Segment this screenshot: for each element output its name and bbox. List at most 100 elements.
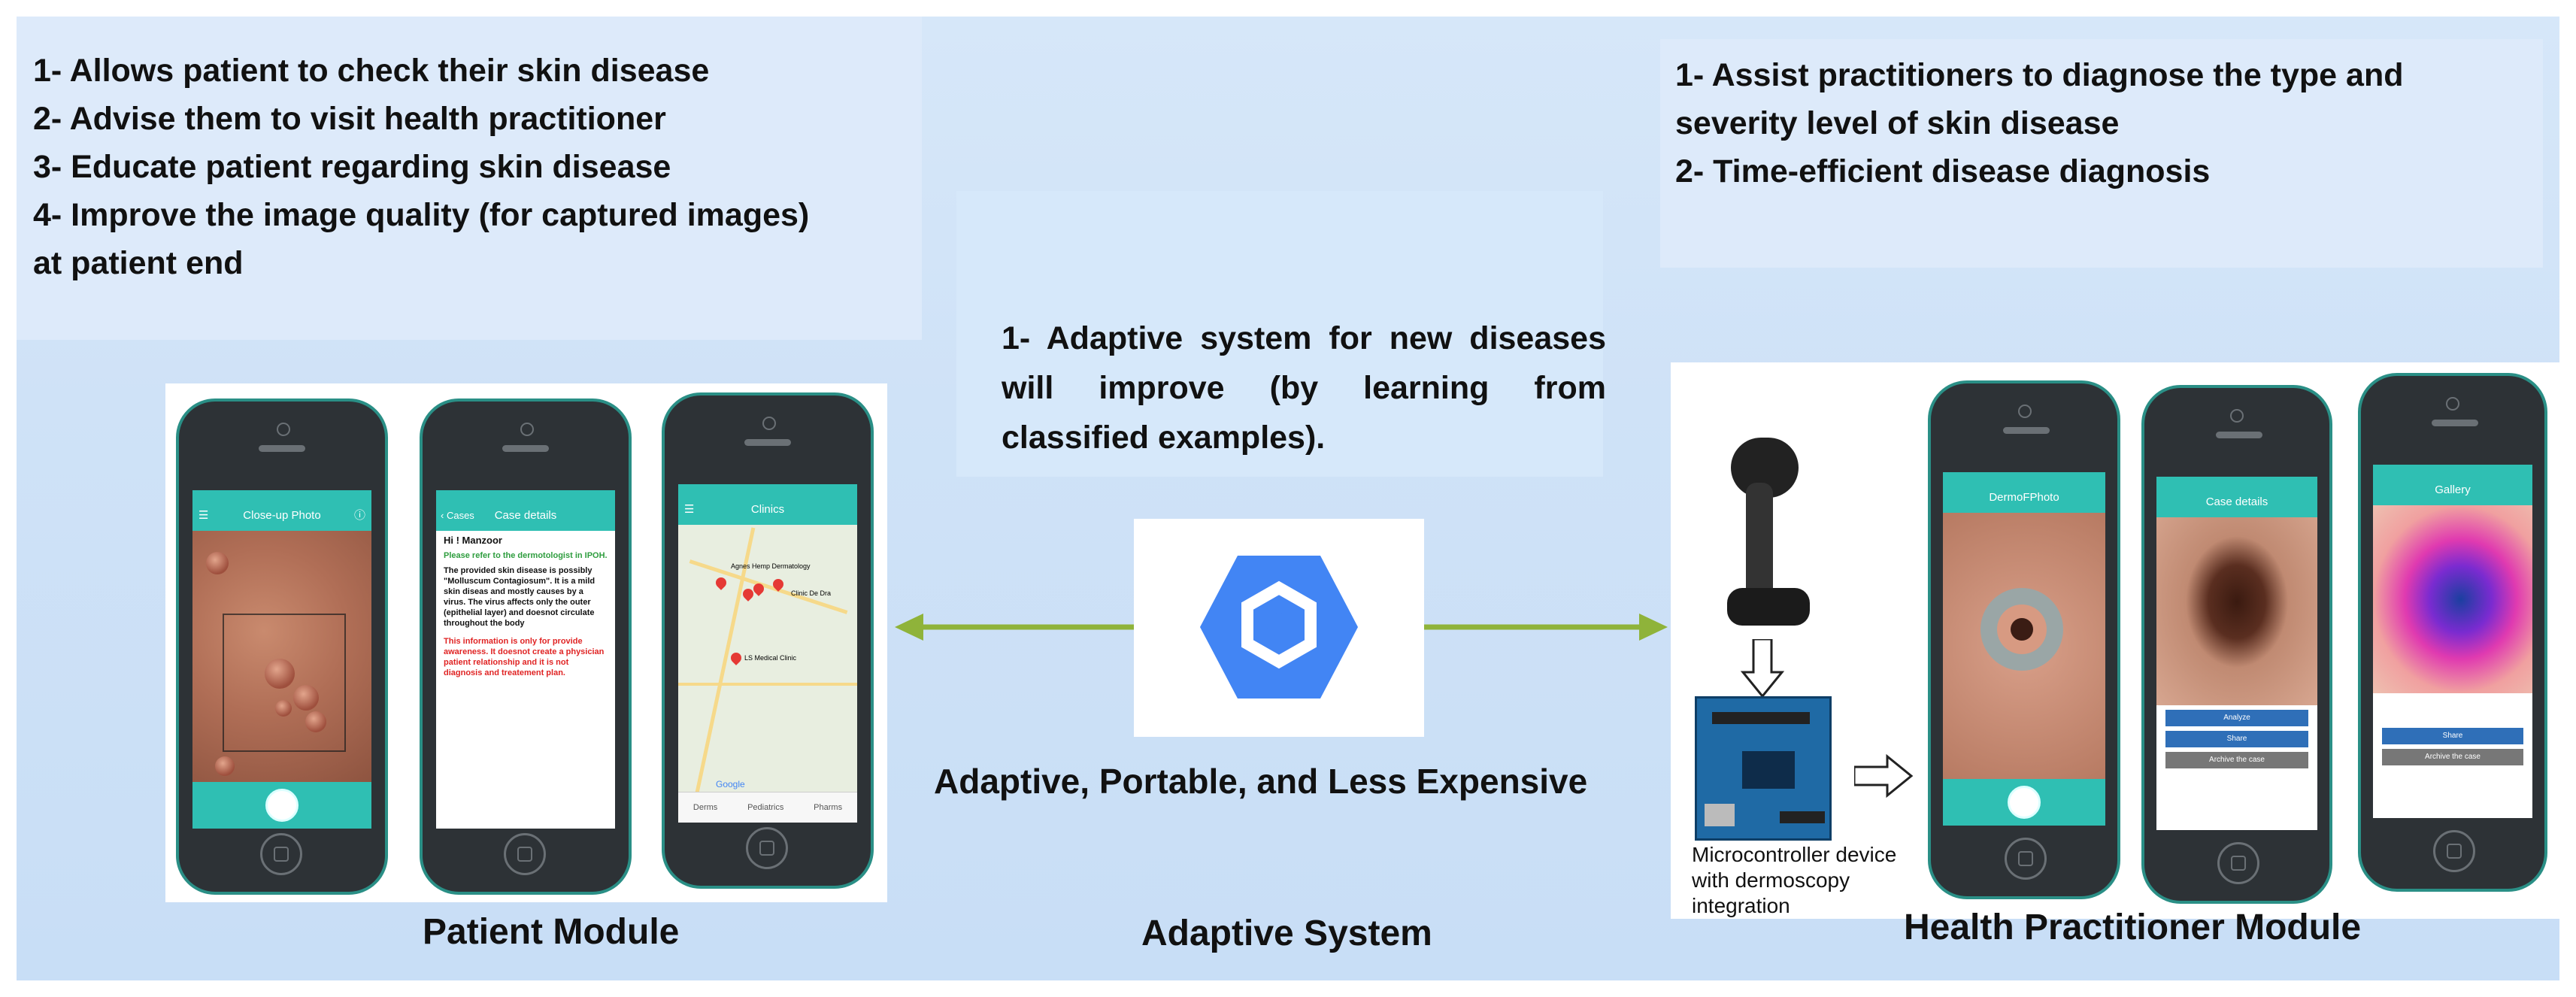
lesion: [206, 552, 229, 574]
status-bar: [2156, 477, 2317, 487]
practitioner-benefits-panel: [1660, 39, 2543, 268]
focus-frame: [223, 614, 346, 752]
status-bar: [192, 490, 371, 501]
lesion: [293, 685, 319, 711]
speaker-icon: [2216, 432, 2262, 438]
app-bar: ☰ Clinics: [678, 495, 857, 525]
lesion-photo: [2156, 517, 2317, 705]
camera-dot: [2446, 397, 2459, 411]
home-button[interactable]: [2433, 830, 2475, 872]
info-icon[interactable]: ⓘ: [353, 509, 365, 522]
screen-title: Gallery: [2435, 483, 2471, 496]
center-label: Adaptive, Portable, and Less Expensive: [934, 762, 1588, 801]
practitioner-module-caption: Health Practitioner Module: [1904, 908, 2362, 947]
right-arrow-icon: [1854, 753, 1914, 799]
skin-photo: [192, 531, 371, 782]
shutter-button[interactable]: [265, 789, 299, 822]
dermoscopy-view: [1943, 513, 2105, 779]
patient-benefit-3: 3- Educate patient regarding skin diseas…: [33, 149, 671, 185]
map-place-label: LS Medical Clinic: [744, 654, 797, 662]
menu-icon[interactable]: ☰: [199, 509, 209, 522]
back-button[interactable]: ‹ Cases: [441, 510, 474, 521]
advice: Please refer to the dermotologist in IPO…: [444, 551, 608, 560]
practitioner-benefit-1-cont: severity level of skin disease: [1675, 105, 2120, 141]
screen-title: Close-up Photo: [243, 509, 321, 522]
speaker-icon: [502, 445, 549, 452]
greeting: Hi ! Manzoor: [444, 535, 502, 546]
status-bar: [678, 484, 857, 495]
practitioner-phone-capture: DermoFPhoto: [1928, 380, 2120, 899]
disclaimer: This information is only for provide awa…: [444, 637, 605, 677]
speaker-icon: [2003, 427, 2050, 434]
clinic-map[interactable]: Agnes Hemp Dermatology Clinic De Dra LS …: [678, 525, 857, 793]
home-button[interactable]: [2005, 838, 2047, 880]
clinic-tabbar: Derms Pediatrics Pharms: [678, 792, 857, 823]
share-button[interactable]: Share: [2165, 731, 2308, 747]
camera-bar: [1943, 779, 2105, 826]
app-bar: ☰ Close-up Photo ⓘ: [192, 501, 371, 531]
archive-button[interactable]: Archive the case: [2382, 749, 2523, 765]
home-button[interactable]: [504, 833, 546, 875]
arduino-board: [1695, 696, 1832, 841]
dermatoscope-icon: [1723, 438, 1814, 633]
patient-benefits-text: 1- Allows patient to check their skin di…: [33, 47, 809, 287]
patient-phone-case: ‹ Cases Case details Hi ! Manzoor Please…: [420, 398, 632, 895]
status-bar: [2373, 465, 2532, 475]
map-road: [678, 683, 857, 686]
diagnosis-text: The provided skin disease is possibly "M…: [444, 566, 596, 628]
heatmap-view: [2373, 505, 2532, 693]
patient-benefit-4-cont: at patient end: [33, 245, 244, 281]
lesion: [265, 659, 295, 689]
speaker-icon: [2432, 420, 2478, 426]
camera-dot: [2230, 409, 2244, 423]
screen-title: Case details: [2205, 495, 2268, 508]
patient-module-caption: Patient Module: [423, 912, 680, 952]
lesion: [275, 700, 292, 717]
menu-icon[interactable]: ☰: [684, 503, 695, 516]
phone-screen: ☰ Close-up Photo ⓘ: [192, 490, 371, 829]
screen-title: DermoFPhoto: [1989, 491, 2059, 504]
practitioner-benefits-text: 1- Assist practitioners to diagnose the …: [1675, 51, 2404, 195]
shutter-button[interactable]: [2008, 786, 2041, 819]
app-bar: Case details: [2156, 487, 2317, 517]
practitioner-phone-heatmap: Gallery Share Archive the case: [2358, 373, 2547, 892]
patient-benefit-1: 1- Allows patient to check their skin di…: [33, 53, 710, 89]
practitioner-phone-analyze: Case details Analyze Share Archive the c…: [2141, 385, 2332, 904]
diagram-canvas: 1- Allows patient to check their skin di…: [17, 17, 2559, 980]
patient-phone-camera: ☰ Close-up Photo ⓘ: [176, 398, 388, 895]
arrowhead-left: [895, 614, 923, 641]
app-bar: ‹ Cases Case details: [436, 501, 615, 531]
screen-title: Case details: [494, 509, 557, 522]
home-button[interactable]: [2217, 842, 2259, 884]
adaptive-panel: [956, 191, 1603, 477]
camera-dot: [277, 423, 290, 436]
phone-screen: DermoFPhoto: [1943, 472, 2105, 826]
patient-benefit-2: 2- Advise them to visit health practitio…: [33, 101, 666, 137]
tab-derms[interactable]: Derms: [692, 803, 718, 812]
camera-dot: [762, 417, 776, 430]
share-button[interactable]: Share: [2382, 728, 2523, 744]
home-button[interactable]: [260, 833, 302, 875]
map-pin-icon[interactable]: [729, 650, 744, 665]
analyze-button[interactable]: Analyze: [2165, 710, 2308, 726]
app-bar: DermoFPhoto: [1943, 483, 2105, 513]
practitioner-benefit-1: 1- Assist practitioners to diagnose the …: [1675, 57, 2404, 93]
status-bar: [436, 490, 615, 501]
app-bar: Gallery: [2373, 475, 2532, 505]
adaptive-description: 1- Adaptive system for new diseases will…: [1002, 320, 1606, 456]
adaptive-system-caption: Adaptive System: [1141, 914, 1432, 953]
google-logo: Google: [716, 779, 745, 789]
phone-screen: ☰ Clinics Agnes Hemp Dermatology Clinic …: [678, 484, 857, 823]
archive-button[interactable]: Archive the case: [2165, 752, 2308, 768]
tab-pharms[interactable]: Pharms: [814, 803, 843, 812]
tab-pediatrics[interactable]: Pediatrics: [747, 803, 784, 812]
practitioner-benefit-2: 2- Time-efficient disease diagnosis: [1675, 153, 2211, 189]
map-place-label: Agnes Hemp Dermatology: [731, 562, 811, 570]
home-button[interactable]: [746, 827, 788, 869]
case-content: Hi ! Manzoor Please refer to the dermoto…: [436, 531, 615, 683]
patient-phone-clinics: ☰ Clinics Agnes Hemp Dermatology Clinic …: [662, 392, 874, 889]
map-pin-icon[interactable]: [714, 575, 729, 590]
lesion: [215, 756, 235, 776]
phone-screen: ‹ Cases Case details Hi ! Manzoor Please…: [436, 490, 615, 829]
speaker-icon: [744, 439, 791, 446]
